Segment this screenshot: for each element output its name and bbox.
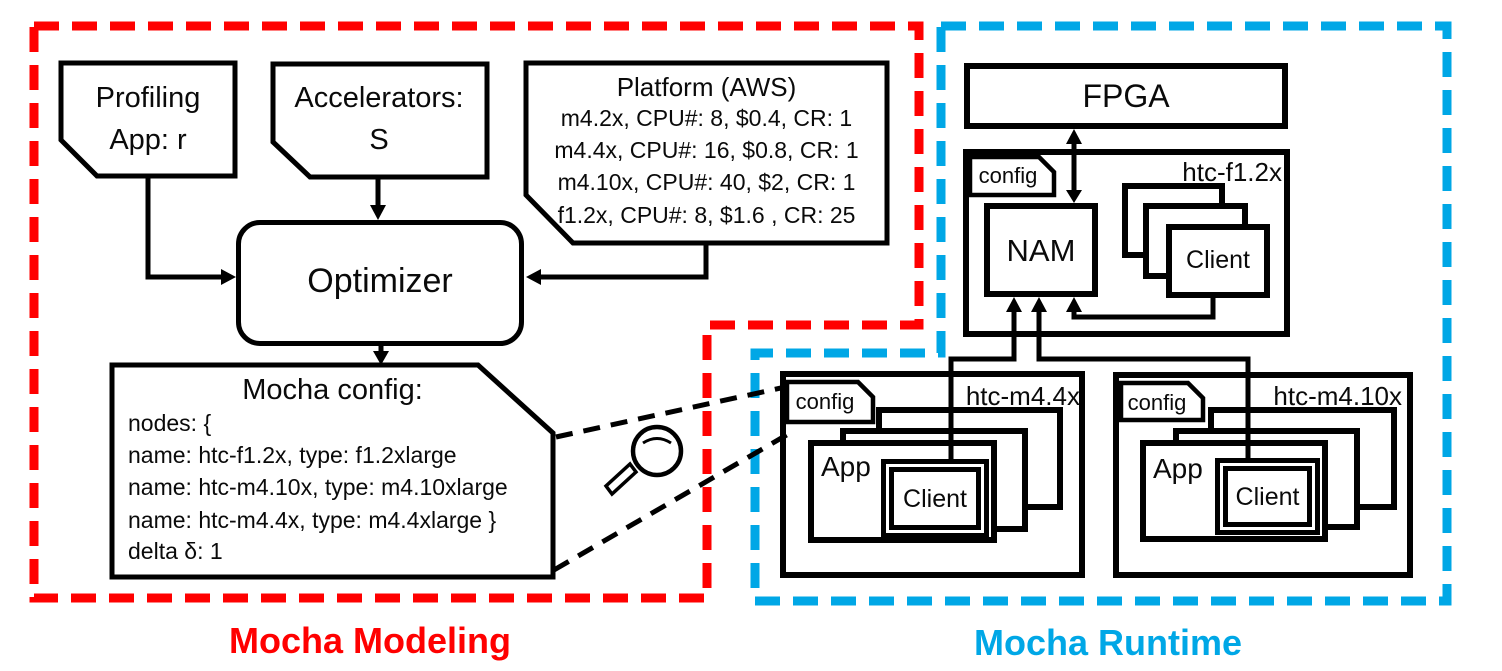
profiling-label-line1: Profiling [95,82,201,114]
magnifier-glint [642,437,672,445]
wire-profiling-to-optimizer [145,176,221,280]
accelerators-shape [270,61,490,180]
htc-m44x-name-label: htc-m4.4x [965,381,1080,411]
profiling-label-line2: App: r [109,124,187,156]
mocha-config-line-3: name: htc-m4.10x, type: m4.10xlarge [128,474,508,500]
htc-f12x-config-tag [967,154,1057,198]
magnifier-lens [630,424,684,478]
htc-m44x-client-box [881,459,989,538]
mocha-runtime-caption: Mocha Runtime [973,622,1242,663]
platform-row-4: f1.2x, CPU#: 8, $1.6 , CR: 25 [557,202,856,228]
htc-m410x-config-tag [1118,380,1206,423]
arrowhead-accelerators-optimizer [370,205,386,220]
fpga-label: FPGA [1082,78,1170,114]
mocha-modeling-caption: Mocha Modeling [229,620,511,661]
profiling-shape [58,60,238,179]
mocha-config-line-2: name: htc-f1.2x, type: f1.2xlarge [128,442,457,468]
arrowhead-fpga-to-nam [1066,190,1082,203]
htc-f12x-client-label: Client [1186,246,1250,274]
htc-f12x-name-label: htc-f1.2x [1182,157,1282,187]
htc-m44x-app-label: App [821,451,871,482]
wire-platform-to-optimizer [541,243,709,280]
htc-f12x-client-box [1166,224,1270,298]
mocha-config-line-4: name: htc-m4.4x, type: m4.4xlarge } [128,507,497,533]
platform-row-1: m4.2x, CPU#: 8, $0.4, CR: 1 [560,105,853,131]
wire-f12x-client-to-nam [1071,298,1216,320]
arrowhead-platform-optimizer [526,269,541,285]
htc-m410x-client-label: Client [1235,483,1300,511]
mocha-runtime-region-border [750,21,1452,606]
wire-m44x-client-to-nam [948,311,1017,462]
platform-row-3: m4.10x, CPU#: 40, $2, CR: 1 [557,169,856,195]
arrowhead-m44x-nam [1006,297,1022,312]
callout-line-bottom [552,430,792,573]
magnifier-handle [603,461,639,497]
optimizer-label: Optimizer [307,262,453,300]
mocha-modeling-region-border [29,21,924,603]
arrowhead-nam-to-fpga [1066,129,1082,144]
htc-m44x-client-label: Client [903,485,967,513]
htc-f12x-config-label: config [978,163,1038,188]
arrowhead-f12x-client-nam [1066,297,1082,312]
platform-shape [523,60,890,246]
htc-m44x-config-tag [784,379,876,425]
fpga-box [964,63,1288,129]
htc-m410x-name-label: htc-m4.10x [1273,381,1402,411]
nam-label: NAM [1006,233,1076,268]
optimizer-box [236,220,524,346]
nam-box [984,203,1098,297]
mocha-config-line-5: delta δ: 1 [128,538,223,564]
mocha-config-line-1: nodes: { [128,410,212,436]
magnifier-icon [603,424,684,497]
htc-m410x-app-label: App [1153,453,1203,484]
callout-line-top [555,383,791,440]
accelerators-label-line2: S [369,124,389,156]
platform-title: Platform (AWS) [616,72,797,102]
htc-m410x-config-label: config [1127,390,1187,415]
accelerators-label-line1: Accelerators: [294,82,464,114]
htc-m410x-client-box [1215,458,1320,535]
platform-row-2: m4.4x, CPU#: 16, $0.8, CR: 1 [554,137,859,163]
arrowhead-profiling-optimizer [221,269,236,285]
htc-m44x-config-label: config [795,389,855,414]
wire-m410x-client-to-nam [1036,311,1251,460]
mocha-config-shape [109,362,556,580]
arrowhead-optimizer-config [373,351,389,365]
mocha-config-title: Mocha config: [242,374,423,406]
arrowhead-m410x-nam [1031,297,1047,312]
